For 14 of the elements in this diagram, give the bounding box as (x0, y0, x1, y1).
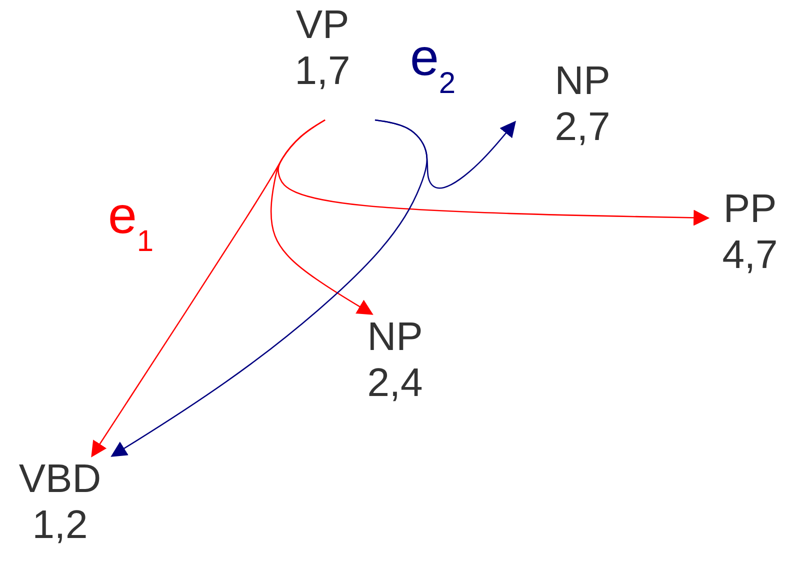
node-label: 4,7 (722, 232, 778, 278)
node-label: VP (296, 2, 350, 48)
node-label: 2,4 (367, 360, 423, 406)
arrow (110, 119, 428, 457)
node-label: 1,2 (32, 502, 88, 548)
node-label: VBD (18, 456, 102, 502)
arrow (270, 119, 374, 315)
node-label: 2,7 (554, 104, 610, 150)
node-label: NP (367, 314, 423, 360)
node-label: PP (723, 186, 777, 232)
node-label: NP (554, 58, 610, 104)
hyperedge-label: e$_{1}$ (108, 188, 154, 260)
node-label: 1,7 (294, 48, 350, 94)
hyperedge-label: e$_{2}$ (410, 30, 456, 102)
